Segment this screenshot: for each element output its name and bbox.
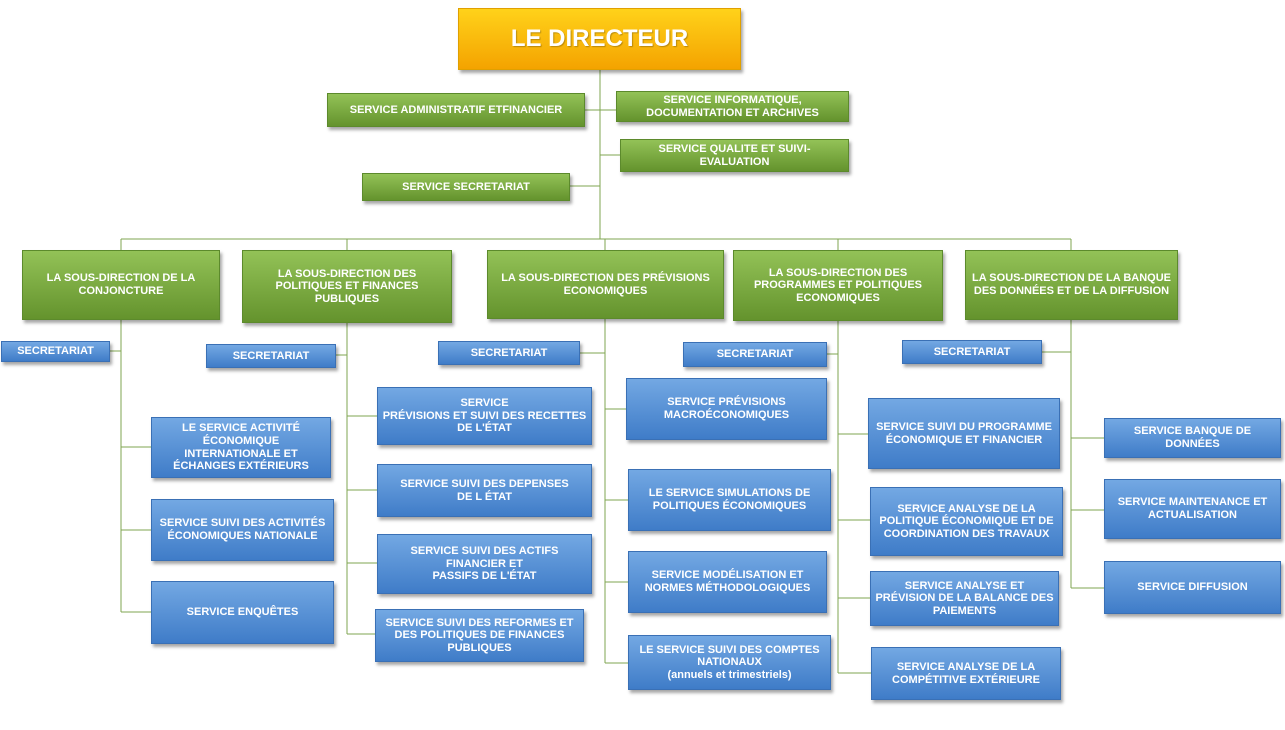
service-activite-internationale-label: LE SERVICE ACTIVITÉ ÉCONOMIQUE INTERNATI… — [173, 422, 309, 473]
secretariat-programmes: SECRETARIAT — [683, 342, 827, 367]
service-actifs-passifs: SERVICE SUIVI DES ACTIFS FINANCIER ET PA… — [377, 534, 592, 594]
subdirection-conjoncture-title: LA SOUS-DIRECTION DE LA CONJONCTURE — [46, 272, 196, 297]
service-diffusion-label: SERVICE DIFFUSION — [1137, 581, 1248, 594]
service-analyse-politique-label: SERVICE ANALYSE DE LA POLITIQUE ÉCONOMIQ… — [879, 502, 1054, 540]
service-previsions-macro: SERVICE PRÉVISIONS MACROÉCONOMIQUES — [626, 378, 827, 440]
service-previsions-macro-label: SERVICE PRÉVISIONS MACROÉCONOMIQUES — [663, 396, 790, 421]
service-activites-nationales-label: SERVICE SUIVI DES ACTIVITÉS ÉCONOMIQUES … — [159, 517, 326, 542]
secretariat-previsions: SECRETARIAT — [438, 341, 580, 365]
service-competitivite: SERVICE ANALYSE DE LA COMPÉTITIVE EXTÉRI… — [871, 647, 1061, 700]
service-enquetes-label: SERVICE ENQUÊTES — [186, 606, 299, 619]
service-previsions-recettes-label-line1: SERVICE — [460, 397, 509, 410]
service-simulations-label: LE SERVICE SIMULATIONS DE POLITIQUES ÉCO… — [648, 487, 811, 512]
secretariat-conjoncture-label: SECRETARIAT — [17, 345, 94, 358]
service-activite-internationale: LE SERVICE ACTIVITÉ ÉCONOMIQUE INTERNATI… — [151, 417, 331, 478]
secretariat-banque-donnees-label: SECRETARIAT — [933, 345, 1011, 358]
service-activites-nationales: SERVICE SUIVI DES ACTIVITÉS ÉCONOMIQUES … — [151, 499, 334, 561]
service-balance-paiements-label: SERVICE ANALYSE ET PRÉVISION DE LA BALAN… — [875, 579, 1054, 617]
director-box: LE DIRECTEUR — [458, 8, 741, 70]
service-suivi-programme: SERVICE SUIVI DU PROGRAMME ÉCONOMIQUE ET… — [868, 398, 1060, 469]
service-analyse-politique: SERVICE ANALYSE DE LA POLITIQUE ÉCONOMIQ… — [870, 487, 1063, 556]
secretariat-finances-publiques: SECRETARIAT — [206, 344, 336, 368]
service-diffusion: SERVICE DIFFUSION — [1104, 561, 1281, 614]
director-label: LE DIRECTEUR — [510, 25, 689, 53]
service-suivi-depenses-label-line2: DE L ÉTAT — [457, 490, 512, 503]
service-suivi-programme-label: SERVICE SUIVI DU PROGRAMME ÉCONOMIQUE ET… — [876, 420, 1052, 446]
secretariat-finances-publiques-label: SECRETARIAT — [232, 349, 310, 362]
service-secretariat-label: SERVICE SECRETARIAT — [402, 180, 530, 193]
service-suivi-depenses-label-line1: SERVICE SUIVI DES DEPENSES — [400, 477, 569, 490]
subdirection-programmes: LA SOUS-DIRECTION DES PROGRAMMES ET POLI… — [733, 250, 943, 321]
subdirection-banque-donnees: LA SOUS-DIRECTION DE LA BANQUE DES DONNÉ… — [965, 250, 1178, 320]
subdirection-banque-donnees-title: LA SOUS-DIRECTION DE LA BANQUE DES DONNÉ… — [971, 272, 1172, 297]
service-banque-donnees: SERVICE BANQUE DE DONNÉES — [1104, 418, 1281, 458]
service-banque-donnees-label: SERVICE BANQUE DE DONNÉES — [1133, 425, 1252, 450]
subdirection-previsions: LA SOUS-DIRECTION DES PRÉVISIONS ECONOMI… — [487, 250, 724, 319]
secretariat-conjoncture: SECRETARIAT — [1, 341, 110, 362]
service-actifs-passifs-label-line2: PASSIFS DE L'ÉTAT — [432, 570, 537, 583]
secretariat-banque-donnees: SECRETARIAT — [902, 340, 1042, 364]
service-comptes-nationaux: LE SERVICE SUIVI DES COMPTES NATIONAUX (… — [628, 635, 831, 690]
secretariat-previsions-label: SECRETARIAT — [470, 346, 548, 359]
service-qualite: SERVICE QUALITE ET SUIVI-EVALUATION — [620, 139, 849, 172]
service-modelisation: SERVICE MODÉLISATION ET NORMES MÉTHODOLO… — [628, 551, 827, 613]
service-balance-paiements: SERVICE ANALYSE ET PRÉVISION DE LA BALAN… — [870, 571, 1059, 626]
service-admin-financier-label: SERVICE ADMINISTRATIF ETFINANCIER — [349, 103, 563, 116]
service-reformes-finances: SERVICE SUIVI DES REFORMES ET DES POLITI… — [375, 609, 584, 662]
subdirection-finances-publiques: LA SOUS-DIRECTION DES POLITIQUES ET FINA… — [242, 250, 452, 323]
service-informatique-label-line1: SERVICE INFORMATIQUE, — [663, 93, 802, 106]
service-suivi-depenses: SERVICE SUIVI DES DEPENSES DE L ÉTAT — [377, 464, 592, 517]
service-informatique: SERVICE INFORMATIQUE, DOCUMENTATION ET A… — [616, 91, 849, 122]
service-qualite-label: SERVICE QUALITE ET SUIVI-EVALUATION — [658, 142, 811, 168]
service-previsions-recettes: SERVICE PRÉVISIONS ET SUIVI DES RECETTES… — [377, 387, 592, 445]
service-admin-financier: SERVICE ADMINISTRATIF ETFINANCIER — [327, 93, 585, 127]
service-previsions-recettes-label-line2: PRÉVISIONS ET SUIVI DES RECETTES DE L'ÉT… — [382, 409, 587, 435]
service-competitivite-label: SERVICE ANALYSE DE LA COMPÉTITIVE EXTÉRI… — [892, 660, 1040, 686]
service-maintenance: SERVICE MAINTENANCE ET ACTUALISATION — [1104, 479, 1281, 539]
service-maintenance-label: SERVICE MAINTENANCE ET ACTUALISATION — [1117, 496, 1268, 521]
service-actifs-passifs-label-line1: SERVICE SUIVI DES ACTIFS FINANCIER ET — [410, 545, 559, 570]
subdirection-conjoncture: LA SOUS-DIRECTION DE LA CONJONCTURE — [22, 250, 220, 320]
service-modelisation-label: SERVICE MODÉLISATION ET NORMES MÉTHODOLO… — [644, 569, 811, 594]
secretariat-programmes-label: SECRETARIAT — [716, 348, 794, 361]
subdirection-previsions-title: LA SOUS-DIRECTION DES PRÉVISIONS ECONOMI… — [501, 271, 710, 297]
subdirection-finances-publiques-title: LA SOUS-DIRECTION DES POLITIQUES ET FINA… — [275, 267, 419, 305]
service-comptes-nationaux-sublabel: (annuels et trimestriels) — [667, 668, 792, 681]
subdirection-programmes-title: LA SOUS-DIRECTION DES PROGRAMMES ET POLI… — [753, 266, 923, 304]
service-informatique-label-line2: DOCUMENTATION ET ARCHIVES — [646, 106, 819, 119]
service-comptes-nationaux-label: LE SERVICE SUIVI DES COMPTES NATIONAUX — [639, 643, 820, 669]
service-simulations: LE SERVICE SIMULATIONS DE POLITIQUES ÉCO… — [628, 469, 831, 531]
service-secretariat: SERVICE SECRETARIAT — [362, 173, 570, 201]
service-reformes-finances-label: SERVICE SUIVI DES REFORMES ET DES POLITI… — [385, 616, 574, 654]
service-enquetes: SERVICE ENQUÊTES — [151, 581, 334, 644]
